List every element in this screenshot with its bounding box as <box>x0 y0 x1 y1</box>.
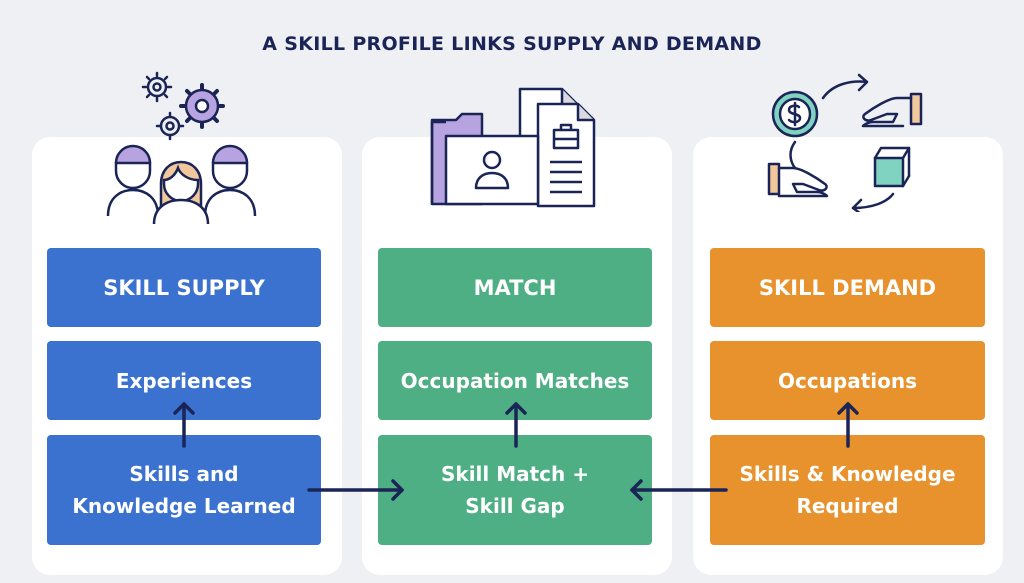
experiences-box: Experiences <box>47 341 321 420</box>
skill-supply-header: SKILL SUPPLY <box>47 248 321 327</box>
skill-match-line2: Skill Gap <box>465 494 565 518</box>
skill-match-gap-box: Skill Match + Skill Gap <box>378 435 652 545</box>
match-header: MATCH <box>378 248 652 327</box>
occupation-matches-box: Occupation Matches <box>378 341 652 420</box>
skill-demand-header: SKILL DEMAND <box>710 248 985 327</box>
occupations-box: Occupations <box>710 341 985 420</box>
skills-required-box: Skills & Knowledge Required <box>710 435 985 545</box>
exchange-cycle-icon <box>767 73 923 212</box>
profile-folder-icon <box>430 87 596 208</box>
skills-learned-line1: Skills and <box>129 462 239 486</box>
skills-required-line2: Required <box>796 494 899 518</box>
people-with-gears-icon <box>106 71 257 225</box>
skills-required-line1: Skills & Knowledge <box>739 462 956 486</box>
skill-match-line1: Skill Match + <box>440 462 589 486</box>
diagram-title: A SKILL PROFILE LINKS SUPPLY AND DEMAND <box>262 33 762 55</box>
skills-learned-box: Skills and Knowledge Learned <box>47 435 321 545</box>
skills-learned-line2: Knowledge Learned <box>72 494 296 518</box>
